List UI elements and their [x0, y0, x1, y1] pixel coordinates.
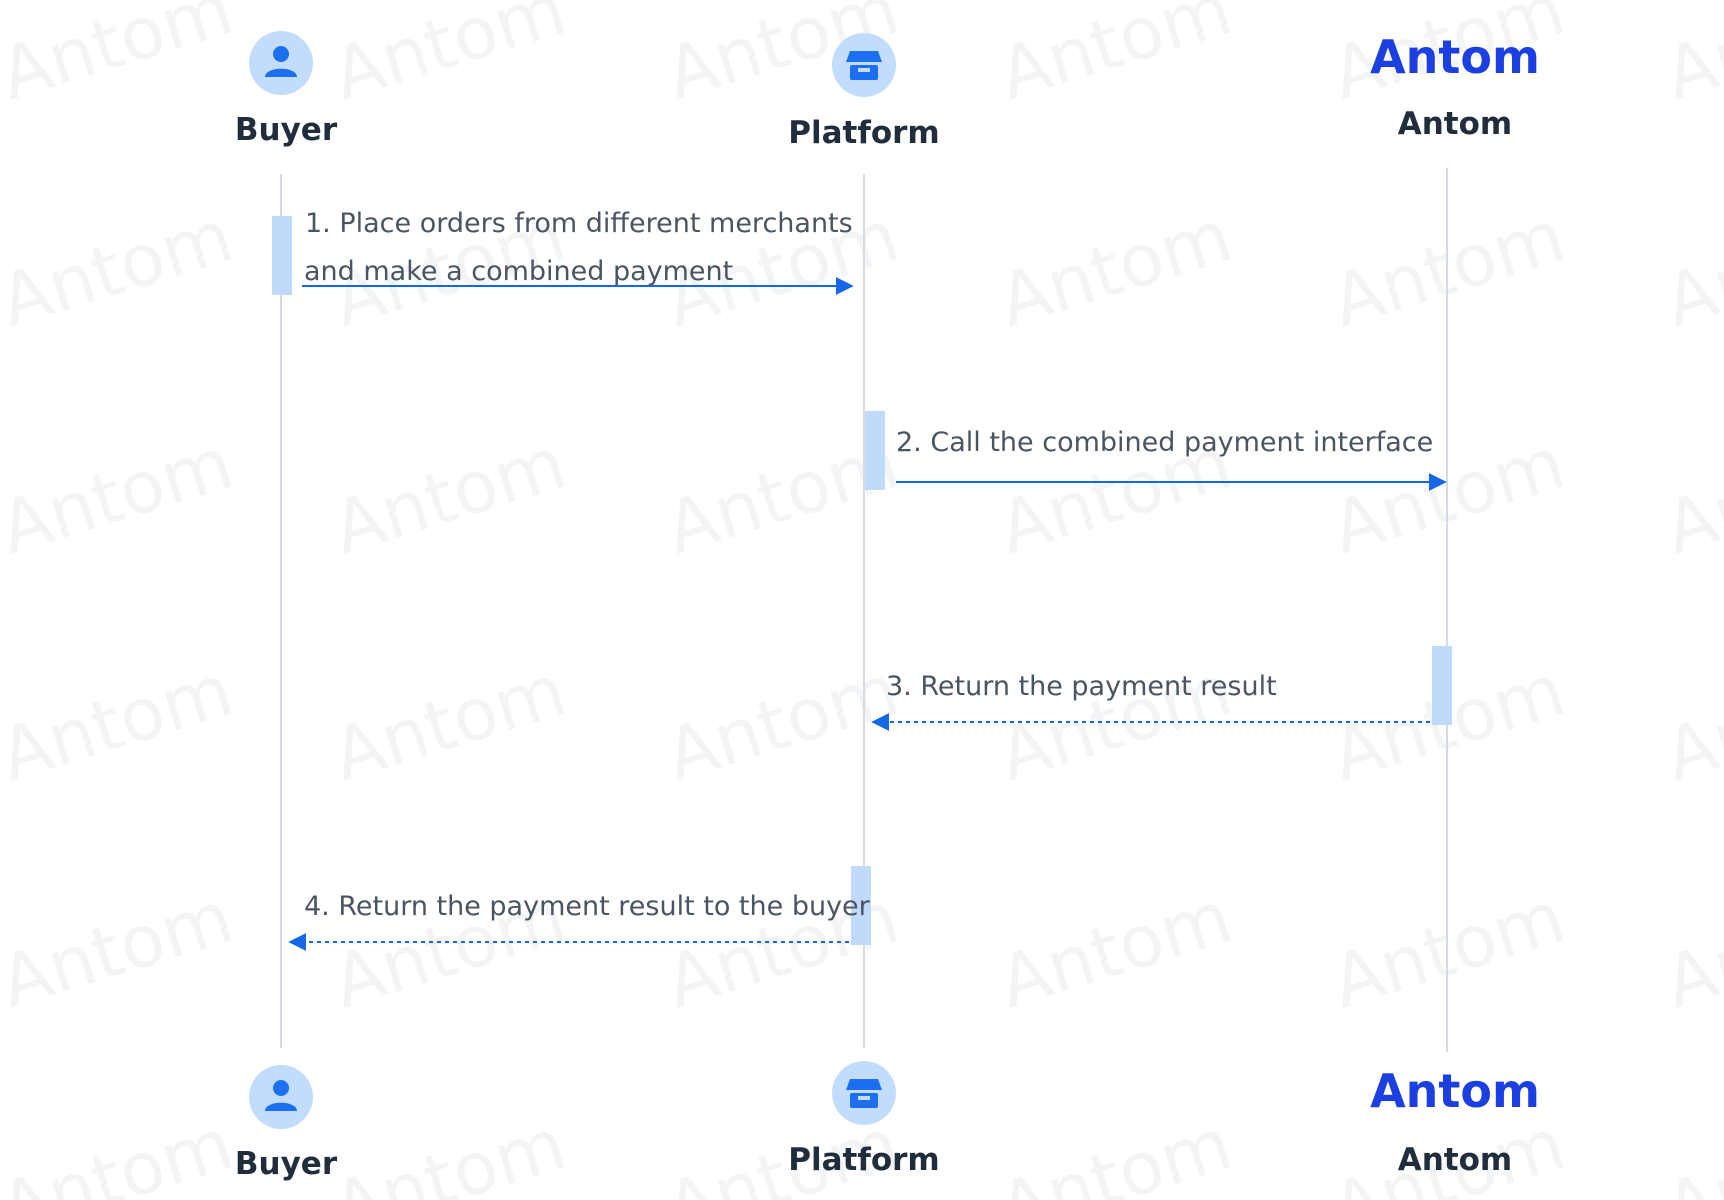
participant-platform-top: Platform — [788, 33, 940, 151]
watermark-text: Antom — [0, 194, 242, 344]
participant-antom-bottom: Antom Antom — [1370, 1064, 1540, 1178]
watermark-text: Antom — [0, 1102, 242, 1200]
watermark-text: Antom — [1655, 194, 1724, 344]
activation-bar-buyer — [272, 216, 292, 295]
message-3-label: 3. Return the payment result — [886, 671, 1277, 702]
watermark-text: Antom — [0, 421, 242, 571]
watermark-text: Antom — [989, 1102, 1241, 1200]
participant-label-antom-top: Antom — [1398, 106, 1512, 142]
watermark-text: Antom — [656, 648, 908, 798]
participant-label-buyer-top: Buyer — [235, 112, 338, 148]
store-icon — [832, 33, 896, 97]
participant-label-antom-bottom: Antom — [1398, 1142, 1512, 1178]
activation-bar-platform-1 — [865, 411, 885, 490]
antom-logo: Antom — [1370, 1064, 1540, 1118]
watermark-text: Antom — [323, 421, 575, 571]
watermark-text: Antom — [0, 875, 242, 1025]
participant-platform-bottom: Platform — [788, 1061, 940, 1178]
message-2: 2. Call the combined payment interface — [896, 427, 1447, 491]
message-1-label-line-1: 1. Place orders from different merchants — [305, 208, 853, 239]
watermark-text: Antom — [1322, 875, 1574, 1025]
watermark-text: Antom — [1322, 194, 1574, 344]
watermark-text: Antom — [1655, 875, 1724, 1025]
user-icon — [249, 31, 313, 95]
participant-antom-top: Antom Antom — [1370, 30, 1540, 142]
activation-bar-platform-2 — [851, 866, 871, 945]
user-icon — [249, 1065, 313, 1129]
message-4: 4. Return the payment result to the buye… — [288, 891, 871, 951]
participant-label-platform-top: Platform — [788, 115, 939, 151]
message-4-label: 4. Return the payment result to the buye… — [304, 891, 871, 922]
watermark-text: Antom — [989, 194, 1241, 344]
watermark-text: Antom — [323, 648, 575, 798]
message-2-label: 2. Call the combined payment interface — [896, 427, 1433, 458]
watermark-text: Antom — [323, 1102, 575, 1200]
watermark-text: Antom — [989, 0, 1241, 116]
store-icon — [832, 1061, 896, 1125]
message-1: 1. Place orders from different merchants… — [302, 208, 854, 295]
activation-bar-antom — [1432, 646, 1452, 725]
watermark-text: Antom — [323, 0, 575, 116]
participant-label-buyer-bottom: Buyer — [235, 1146, 338, 1182]
watermark-text: Antom — [0, 648, 242, 798]
antom-logo: Antom — [1370, 30, 1540, 84]
participant-buyer-top: Buyer — [235, 31, 338, 148]
message-1-label-line-2: and make a combined payment — [304, 256, 733, 287]
watermark-text: Antom — [1655, 421, 1724, 571]
message-3: 3. Return the payment result — [871, 671, 1430, 731]
watermark-text: Antom — [1655, 0, 1724, 116]
watermark-text: Antom — [1655, 1102, 1724, 1200]
participant-label-platform-bottom: Platform — [788, 1142, 939, 1178]
watermark-text: Antom — [1655, 648, 1724, 798]
watermark-text: Antom — [989, 875, 1241, 1025]
watermark-text: Antom — [0, 0, 242, 116]
participant-buyer-bottom: Buyer — [235, 1065, 338, 1182]
